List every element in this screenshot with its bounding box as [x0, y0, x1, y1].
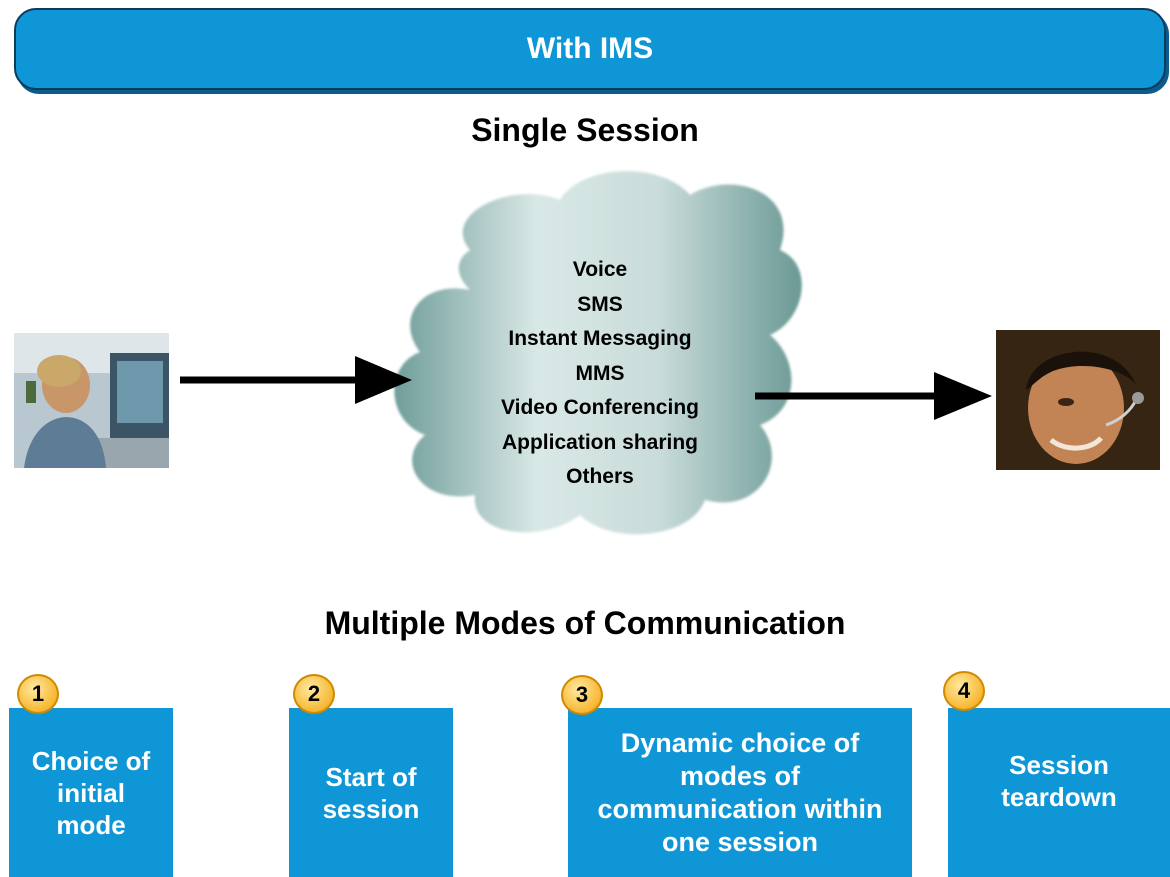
cloud-item-video-conferencing: Video Conferencing	[501, 396, 699, 419]
cloud-item-sms: SMS	[577, 292, 623, 316]
caller-photo	[14, 333, 169, 468]
step-3-badge: 3	[561, 675, 603, 715]
step-3-box: Dynamic choice of modes of communication…	[568, 708, 912, 877]
cloud-item-instant-messaging: Instant Messaging	[508, 327, 692, 350]
with-ims-banner: With IMS	[14, 8, 1166, 90]
step-1-badge: 1	[17, 674, 59, 714]
cloud-mode-list: Voice SMS Instant Messaging MMS Video Co…	[440, 253, 760, 495]
banner-title: With IMS	[526, 32, 654, 65]
step-2-box: Start of session	[289, 708, 453, 877]
cloud-item-voice: Voice	[572, 258, 628, 281]
arrow-to-cloud	[180, 356, 412, 404]
step-2-badge: 2	[293, 674, 335, 714]
cloud-item-others: Others	[566, 465, 634, 488]
cloud-shape	[394, 171, 802, 535]
step-1-label: Choice of initial mode	[31, 745, 151, 840]
step-4-label: Session teardown	[1001, 749, 1117, 812]
arrow-to-recipient	[755, 372, 992, 420]
cloud-item-mms: MMS	[575, 361, 625, 385]
step-4-badge: 4	[943, 671, 985, 711]
single-session-heading: Single Session	[471, 112, 699, 148]
cloud-item-application-sharing: Application sharing	[501, 430, 698, 454]
step-1-box: Choice of initial mode	[9, 708, 173, 877]
recipient-photo	[996, 330, 1160, 470]
step-3-label: Dynamic choice of modes of communication…	[597, 727, 883, 857]
multiple-modes-heading: Multiple Modes of Communication	[324, 605, 846, 641]
step-2-label: Start of session	[322, 761, 420, 824]
step-4-box: Session teardown	[948, 708, 1170, 877]
